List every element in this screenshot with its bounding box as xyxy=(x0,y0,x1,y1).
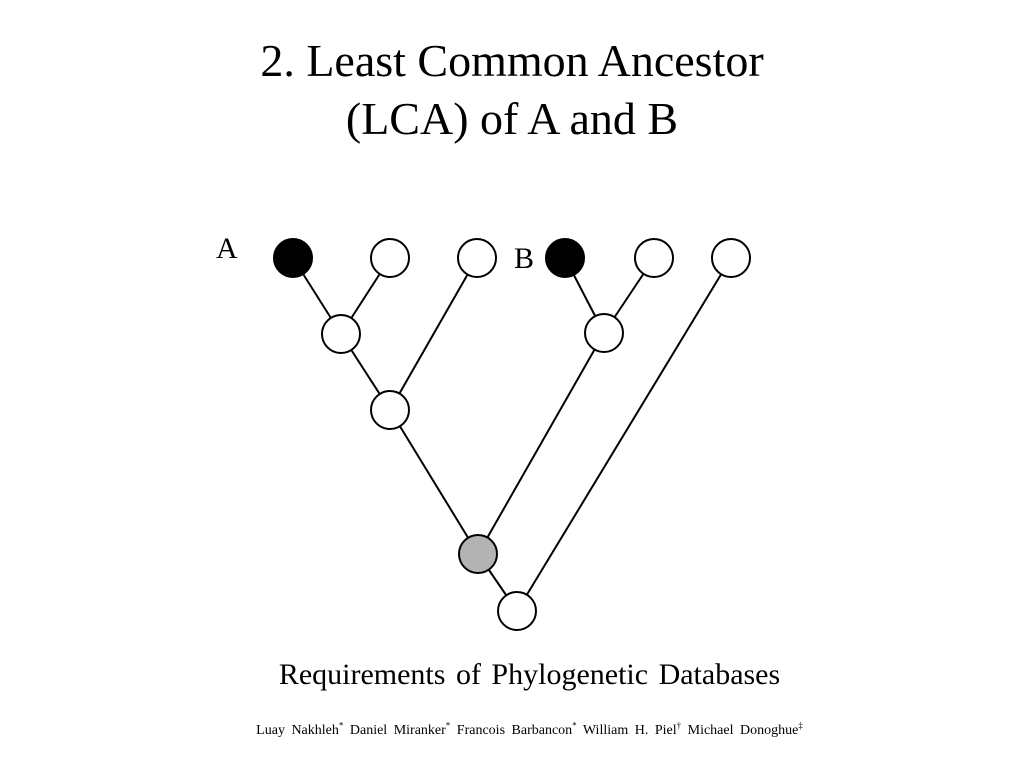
leaf-5-node xyxy=(634,238,674,278)
author-3: Francois Barbancon* xyxy=(456,720,577,738)
leaf-a-node xyxy=(273,238,313,278)
internal-node-3 xyxy=(584,313,624,353)
title-line-1: 2. Least Common Ancestor xyxy=(260,35,764,86)
edge-leaf-6-to-root xyxy=(516,257,732,612)
internal-node-2 xyxy=(370,390,410,430)
tree-nodes xyxy=(273,238,751,631)
leaf-2-node xyxy=(370,238,410,278)
root-node xyxy=(497,591,537,631)
author-list: Luay Nakhleh* Daniel Miranker* Francois … xyxy=(0,720,1024,739)
leaf-3-node xyxy=(457,238,497,278)
author-1: Luay Nakhleh* xyxy=(256,720,344,738)
leaf-6-node xyxy=(711,238,751,278)
author-5: Michael Donoghue‡ xyxy=(687,720,803,738)
lca-node xyxy=(458,534,498,574)
edge-n3-to-lca xyxy=(477,332,605,555)
leaf-a-label: A xyxy=(216,232,238,265)
tree-edges xyxy=(292,257,732,612)
leaf-b-node xyxy=(545,238,585,278)
edge-leaf-3-to-n2 xyxy=(389,257,478,411)
author-4: William H. Piel† xyxy=(582,720,682,738)
slide-title: 2. Least Common Ancestor (LCA) of A and … xyxy=(0,32,1024,148)
edge-n2-to-lca xyxy=(389,409,479,555)
leaf-b-label: B xyxy=(514,242,535,275)
internal-node-1 xyxy=(321,314,361,354)
title-line-2: (LCA) of A and B xyxy=(345,93,679,144)
footer-title: Requirements of Phylogenetic Databases xyxy=(278,658,781,691)
author-2: Daniel Miranker* xyxy=(349,720,451,738)
